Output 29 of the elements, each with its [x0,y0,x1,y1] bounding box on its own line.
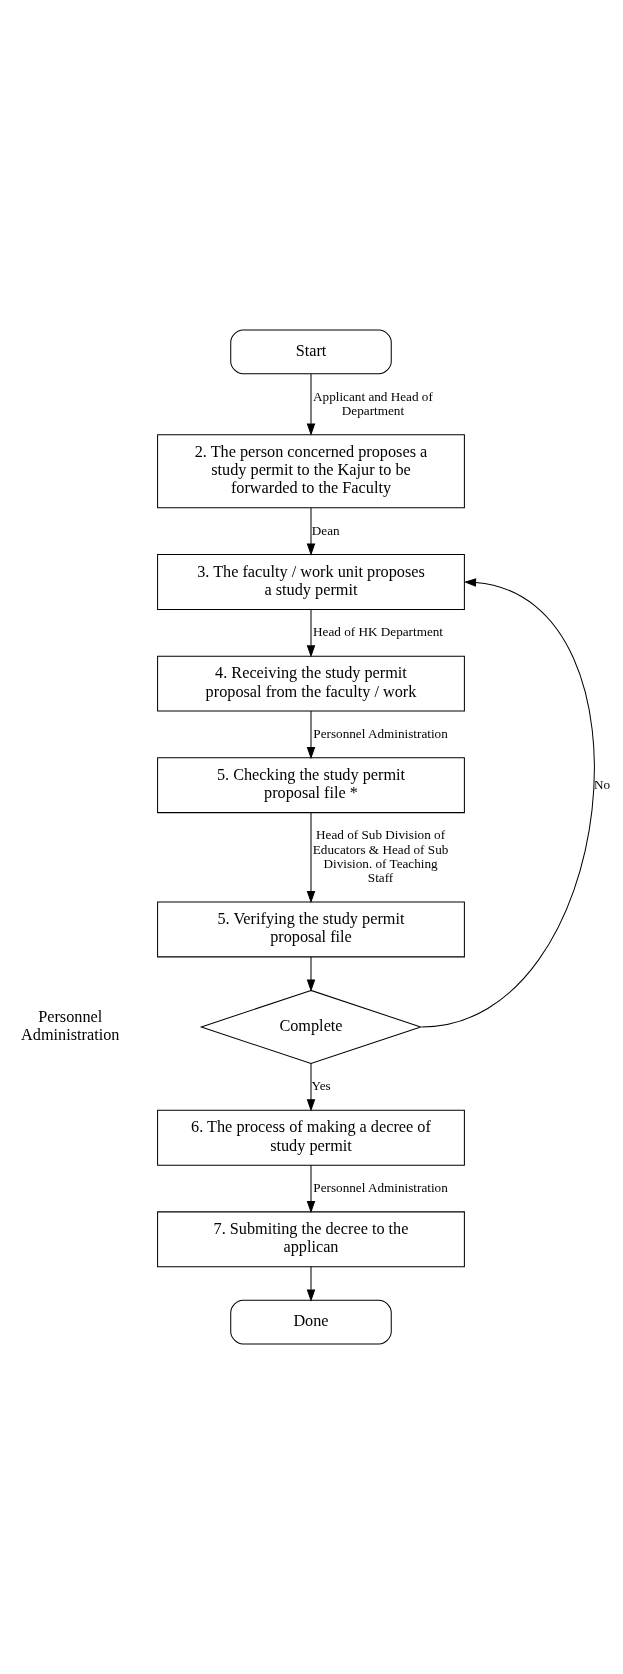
node-box: 6. The process of making a decree of study permit [157,1109,465,1166]
edge-label: Head of HK Department [313,624,444,640]
edge-label: Personnel Administration [313,725,448,741]
node-box: 2. The person concerned proposes a study permit to the Kajur to be forwarded to the Faculty [157,434,465,509]
node-diamond: Complete [199,989,423,1065]
edge-label: Yes [311,1078,331,1094]
edge-label: Head of Sub Division of Educators & Head of Sub Division. of Teaching Staff [312,827,449,886]
node-box: 5. Verifying the study permit proposal file [157,901,465,958]
node-box: 7. Submiting the decree to the applican [157,1211,465,1268]
node-box: Start [230,329,392,375]
node-box: 5. Checking the study permit proposal file * [157,757,465,814]
arrow [306,812,316,904]
node-box: Done [230,1299,392,1345]
node-box: 4. Receiving the study permit proposal from the faculty / work [157,655,465,712]
arrow [306,507,316,556]
arrow [306,956,316,992]
node-box: 3. The faculty / work unit proposes a study permit [157,554,465,610]
arrow [306,1063,316,1112]
edge-label: Personnel Administration [313,1179,448,1195]
arrow [306,373,316,436]
arrow [306,1266,316,1302]
arrow [421,578,595,1028]
edge-label: Applicant and Head of Department [313,388,433,418]
arrow [306,710,316,760]
edge-label: No [593,776,611,792]
arrow [306,1164,316,1214]
label: Personnel Administration [21,1007,120,1044]
edge-label: Dean [311,522,340,538]
arrow [306,608,316,658]
